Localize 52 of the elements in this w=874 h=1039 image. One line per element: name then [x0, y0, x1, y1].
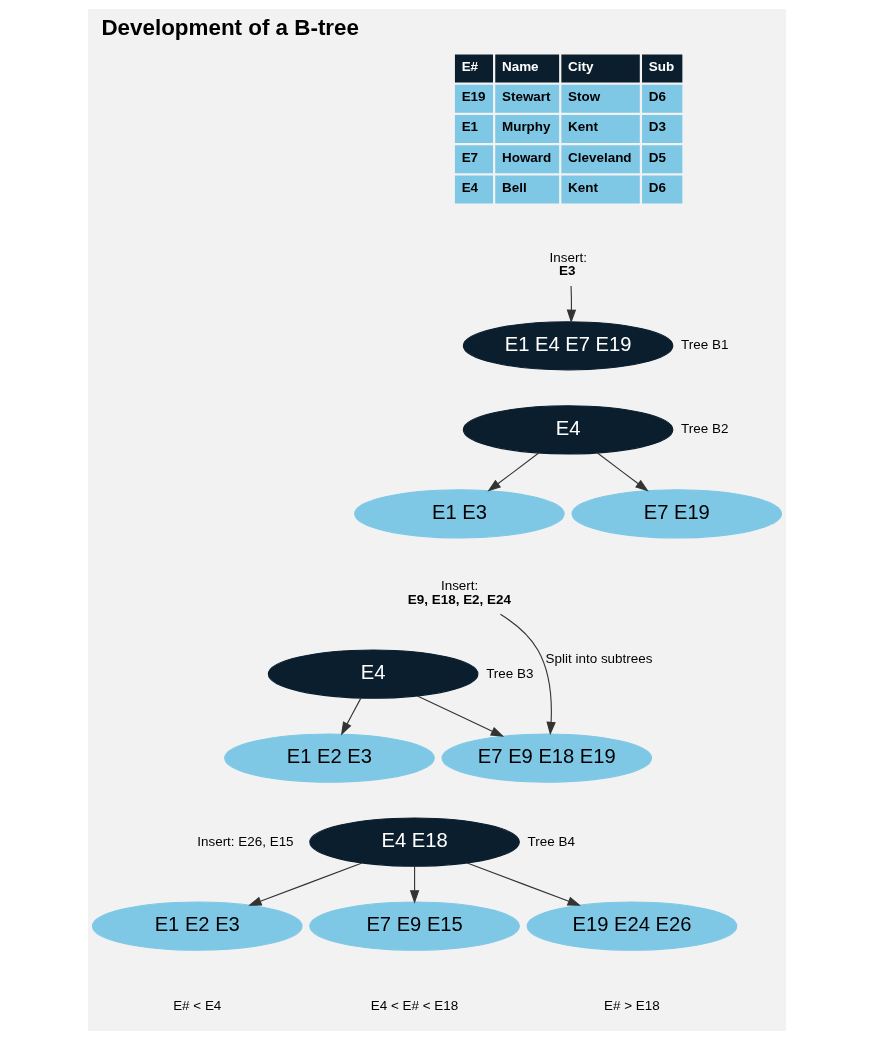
arrow	[409, 865, 420, 904]
label: D3	[648, 118, 666, 134]
label: Bell	[501, 179, 527, 195]
node-label: E4 < E# < E18	[370, 997, 459, 1013]
label: E19	[461, 88, 486, 104]
arrow	[466, 861, 581, 906]
label: E7	[461, 149, 479, 165]
arrow	[416, 694, 505, 737]
node-ellipse: E1 E4 E7 E19	[462, 320, 674, 370]
label: D6	[648, 179, 666, 195]
node-ellipse: E1 E3	[354, 488, 565, 538]
edge-label: Split into subtrees	[545, 650, 653, 666]
node-label: Tree B2	[681, 420, 729, 436]
node-ellipse: E1 E2 E3	[91, 901, 303, 951]
label: E4	[461, 179, 479, 195]
label: Cleveland	[568, 149, 632, 165]
arrow	[487, 452, 540, 492]
label: City	[568, 58, 594, 74]
label: D5	[648, 149, 666, 165]
label: Kent	[568, 118, 598, 134]
label: Insert: E26, E15	[197, 833, 294, 849]
diagram-title: Development of a B-tree	[101, 14, 360, 40]
node-ellipse: E4 E18	[309, 816, 520, 867]
node-ellipse: E7 E19	[571, 488, 783, 538]
label: Name	[501, 58, 539, 74]
label: E1	[461, 118, 479, 134]
arrow	[499, 613, 556, 735]
label: Sub	[648, 58, 675, 74]
label: E#	[461, 58, 479, 74]
node-label: E# < E4	[173, 997, 222, 1013]
label: D6	[648, 88, 666, 104]
arrow	[248, 861, 363, 906]
node-ellipse: E7 E9 E15	[309, 901, 520, 951]
node-text: Insert: E3	[549, 249, 587, 278]
arrow	[566, 285, 577, 323]
node-ellipse: E4	[267, 648, 479, 699]
label: Stow	[568, 88, 601, 104]
arrow	[596, 452, 649, 492]
label: Murphy	[501, 118, 551, 134]
label: Kent	[568, 179, 598, 195]
node-label: Tree B1	[681, 336, 729, 352]
node-label: Tree B3	[486, 665, 534, 681]
node-ellipse: E19 E24 E26	[526, 901, 738, 951]
node-label: Tree B4	[527, 833, 575, 849]
arrow	[340, 697, 362, 735]
node-text: Insert: E9, E18, E2, E24	[407, 577, 511, 607]
node-ellipse: E4	[462, 404, 674, 454]
label: Stewart	[501, 88, 551, 104]
label: Howard	[501, 149, 552, 165]
node-label: E# > E18	[604, 997, 660, 1013]
node-ellipse: E1 E2 E3	[224, 732, 435, 783]
node-ellipse: E7 E9 E18 E19	[441, 732, 653, 783]
